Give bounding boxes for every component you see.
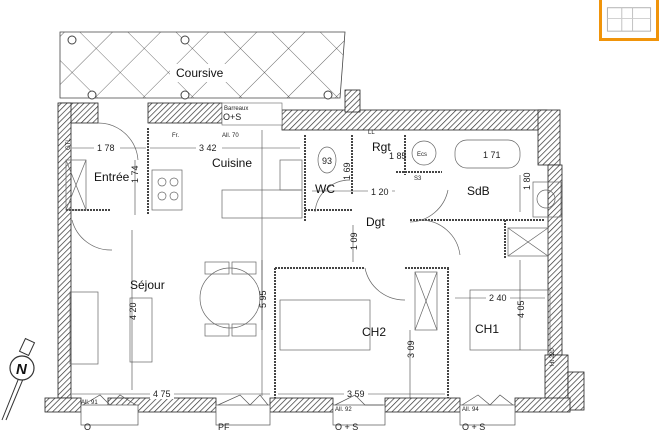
room-label-wc: WC (315, 182, 335, 196)
minimap-plan-icon (606, 7, 652, 32)
window-type-os-ch1: O + S (462, 422, 485, 432)
barreaux-note: Barreaux (224, 106, 248, 112)
window-type-os-ch2: O + S (335, 422, 358, 432)
window-type-pf: PF (218, 422, 230, 432)
dim-ch2-width: 3 59 (347, 389, 365, 399)
window-height-94: All. 94 (462, 407, 479, 413)
room-label-sdb: SdB (467, 184, 490, 198)
room-label-coursive: Coursive (176, 66, 224, 80)
height-220-note: Ht 220 (550, 348, 556, 366)
window-height-70: All. 70 (222, 133, 239, 139)
bottom-windows (80, 394, 516, 426)
room-label-sejour: Séjour (130, 278, 165, 292)
minimap-thumbnail[interactable] (599, 0, 659, 41)
room-label-ch1: CH1 (475, 322, 499, 336)
room-label-ch2: CH2 (362, 325, 386, 339)
dim-entree-width: 1 78 (97, 143, 115, 153)
washing-machine-note: LL (368, 130, 375, 136)
wc-number: 93 (322, 156, 332, 166)
partitions (66, 128, 545, 398)
dim-bathtub-length: 1 71 (483, 150, 501, 160)
gtl-note: GTL (66, 138, 72, 150)
room-label-dgt: Dgt (366, 215, 385, 229)
room-label-rgt: Rgt (372, 140, 391, 154)
north-label: N (16, 361, 28, 378)
dim-entree-height: 1 74 (130, 165, 140, 183)
dim-ch1-height: 4 05 (516, 300, 526, 318)
s3-note: S3 (414, 176, 422, 182)
walls (44, 89, 585, 413)
window-height-92: All. 92 (335, 407, 352, 413)
top-window-type: O+S (223, 112, 241, 122)
dim-living-depth: 5 95 (258, 290, 268, 308)
dim-wc-height: 1 69 (342, 162, 352, 180)
fridge-note: Fr. (172, 133, 179, 139)
dim-dgt-height: 1 09 (349, 232, 359, 250)
room-label-cuisine: Cuisine (212, 156, 252, 170)
dim-sejour-width: 4 75 (153, 389, 171, 399)
dim-rgt-width: 1 85 (389, 151, 407, 161)
water-heater-note: Ecs (417, 152, 427, 158)
dim-ch1-width: 2 40 (489, 293, 507, 303)
coursive-area: Coursive (59, 31, 346, 100)
dim-sdb-height: 1 80 (522, 172, 532, 190)
window-height-91: All. 91 (81, 400, 98, 406)
dim-dgt-width: 1 20 (371, 187, 389, 197)
window-type-o: O (84, 422, 91, 432)
room-label-entree: Entrée (94, 170, 130, 184)
furniture (65, 122, 562, 396)
dim-sejour-height: 4 20 (128, 302, 138, 320)
north-compass-icon: N (1, 337, 36, 421)
dim-cuisine-width: 3 42 (199, 143, 217, 153)
dim-ch2-height: 3 09 (406, 340, 416, 358)
